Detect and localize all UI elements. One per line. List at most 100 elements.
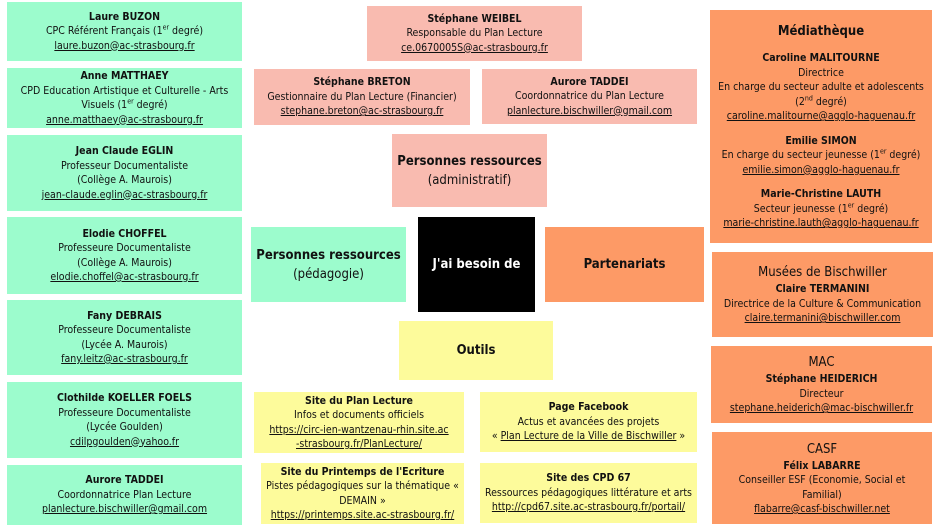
- contact-name: Félix LABARRE: [783, 459, 861, 472]
- hub-outils: Outils: [399, 321, 553, 380]
- contact-role: Professeure Documentaliste: [58, 324, 191, 336]
- partner-title: Médiathèque: [777, 24, 865, 40]
- contact-card-taddei: Aurore TADDEI Coordonnatrice Plan Lectur…: [7, 465, 242, 525]
- tool-desc: Infos et documents officiels: [294, 409, 424, 421]
- contact-name: Marie-Christine LAUTH: [760, 188, 882, 201]
- contact-email[interactable]: cdilpgoulden@yahoo.fr: [69, 435, 180, 448]
- partner-card-mediatheque: Médiathèque Caroline MALITOURNE Directri…: [710, 10, 932, 243]
- contact-email[interactable]: planlecture.bischwiller@gmail.com: [41, 503, 208, 516]
- contact-email[interactable]: anne.matthaey@ac-strasbourg.fr: [46, 113, 203, 126]
- contact-email[interactable]: planlecture.bischwiller@gmail.com: [506, 104, 673, 117]
- contact-email[interactable]: caroline.malitourne@agglo-haguenau.fr: [726, 110, 916, 123]
- partner-card-mac: MAC Stéphane HEIDERICH Directeur stephan…: [711, 346, 932, 423]
- contact-card-debrais: Fany DEBRAIS Professeure Documentaliste …: [7, 300, 242, 375]
- contact-name: Elodie CHOFFEL: [82, 227, 167, 240]
- contact-role: Professeur Documentaliste: [60, 159, 189, 172]
- hub-center: J'ai besoin de: [418, 217, 535, 312]
- tool-link[interactable]: http://cpd67.site.ac-strasbourg.fr/porta…: [491, 501, 686, 514]
- tool-link[interactable]: https://circ-ien-wantzenau-rhin.site.ac-…: [269, 423, 449, 451]
- partner-title: CASF: [806, 441, 838, 457]
- hub-pedagogie: Personnes ressources (pédagogie): [251, 227, 406, 302]
- admin-card-taddei: Aurore TADDEI Coordonnatrice du Plan Lec…: [482, 69, 697, 124]
- contact-role: Professeure Documentaliste: [58, 406, 191, 419]
- tool-title: Site du Printemps de l'Ecriture: [280, 465, 445, 478]
- hub-title: Personnes ressources: [256, 247, 401, 263]
- contact-school: (Collège A. Maurois): [77, 174, 172, 186]
- contact-name: Clothilde KOELLER FOELS: [57, 392, 192, 404]
- hub-subtitle: (pédagogie): [293, 266, 364, 282]
- contact-card-choffel: Elodie CHOFFEL Professeure Documentalist…: [7, 217, 242, 294]
- contact-degree: (2nd degré): [795, 94, 847, 108]
- contact-email[interactable]: laure.buzon@ac-strasbourg.fr: [54, 39, 195, 52]
- tool-card-facebook: Page Facebook Actus et avancées des proj…: [480, 392, 697, 452]
- contact-email[interactable]: fany.leitz@ac-strasbourg.fr: [61, 353, 188, 365]
- contact-role: Coordonnatrice Plan Lecture: [57, 488, 192, 501]
- contact-role: Secteur jeunesse (1er degré): [753, 201, 889, 215]
- contact-card-eglin: Jean Claude EGLIN Professeur Documentali…: [7, 135, 242, 211]
- contact-email[interactable]: stephane.heiderich@mac-bischwiller.fr: [729, 402, 914, 415]
- hub-title: J'ai besoin de: [432, 257, 521, 272]
- admin-card-weibel: Stéphane WEIBEL Responsable du Plan Lect…: [367, 6, 582, 61]
- tool-desc: Ressources pédagogiques littérature et a…: [485, 486, 692, 499]
- contact-name: Stéphane HEIDERICH: [765, 373, 878, 386]
- tool-title: Page Facebook: [548, 401, 629, 414]
- hub-partenariats: Partenariats: [545, 227, 704, 302]
- partner-title: Musées de Bischwiller: [758, 265, 887, 281]
- tool-card-printemps: Site du Printemps de l'Ecriture Pistes p…: [261, 463, 464, 524]
- contact-role: Professeure Documentaliste: [58, 242, 191, 254]
- hub-title: Outils: [456, 343, 496, 358]
- partner-card-casf: CASF Félix LABARRE Conseiller ESF (Econo…: [712, 432, 932, 524]
- contact-email[interactable]: ce.0670005S@ac-strasbourg.fr: [401, 41, 548, 54]
- partner-card-musees: Musées de Bischwiller Claire TERMANINI D…: [712, 252, 933, 337]
- contact-card-buzon: Laure BUZON CPC Référent Français (1er d…: [7, 2, 242, 61]
- hub-subtitle: (administratif): [427, 172, 512, 188]
- contact-role: Conseiller ESF (Economie, Social et Fami…: [738, 474, 906, 501]
- tool-desc: Actus et avancées des projets: [517, 415, 660, 428]
- contact-role: Gestionnaire du Plan Lecture (Financier): [267, 90, 457, 103]
- contact-email[interactable]: marie-christine.lauth@agglo-haguenau.fr: [723, 217, 919, 230]
- contact-name: Emilie SIMON: [785, 134, 857, 147]
- admin-card-breton: Stéphane BRETON Gestionnaire du Plan Lec…: [254, 69, 470, 125]
- partner-title: MAC: [808, 355, 835, 371]
- contact-school: (Lycée A. Maurois): [81, 338, 168, 351]
- contact-email[interactable]: elodie.choffel@ac-strasbourg.fr: [50, 271, 199, 283]
- contact-role: Directrice: [798, 66, 844, 79]
- hub-title: Personnes ressources: [397, 153, 542, 169]
- contact-name: Stéphane BRETON: [313, 76, 411, 89]
- contact-name: Caroline MALITOURNE: [762, 52, 880, 65]
- contact-school: (Lycée Goulden): [86, 421, 163, 433]
- contact-email[interactable]: emilie.simon@agglo-haguenau.fr: [742, 163, 900, 176]
- contact-name: Claire TERMANINI: [775, 283, 870, 296]
- contact-role: En charge du secteur jeunesse (1er degré…: [721, 147, 921, 162]
- contact-name: Laure BUZON: [88, 10, 161, 23]
- contact-name: Aurore TADDEI: [550, 75, 629, 88]
- contact-name: Aurore TADDEI: [85, 474, 164, 487]
- contact-name: Fany DEBRAIS: [87, 309, 162, 322]
- tool-card-plan-lecture: Site du Plan Lecture Infos et documents …: [254, 392, 464, 453]
- contact-email[interactable]: stephane.breton@ac-strasbourg.fr: [280, 105, 444, 118]
- tool-title: Site du Plan Lecture: [305, 394, 413, 407]
- hub-title: Partenariats: [583, 257, 666, 272]
- contact-school: (Collège A. Maurois): [77, 256, 172, 269]
- contact-role: Responsable du Plan Lecture: [406, 27, 543, 40]
- tool-link-wrap: « Plan Lecture de la Ville de Bischwille…: [491, 430, 686, 443]
- contact-email[interactable]: flabarre@casf-bischwiller.net: [754, 503, 890, 515]
- tool-link[interactable]: Plan Lecture de la Ville de Bischwiller: [500, 430, 677, 443]
- tool-desc: Pistes pédagogiques sur la thématique « …: [266, 480, 459, 507]
- hub-admin: Personnes ressources (administratif): [392, 134, 547, 207]
- contact-name: Jean Claude EGLIN: [75, 145, 174, 157]
- contact-role: Directeur: [799, 387, 844, 400]
- tool-title: Site des CPD 67: [546, 472, 631, 485]
- contact-role: CPC Référent Français (1er degré): [45, 23, 204, 38]
- contact-role: Coordonnatrice du Plan Lecture: [515, 90, 664, 103]
- contact-role: CPD Education Artistique et Culturelle -…: [20, 84, 229, 112]
- contact-name: Stéphane WEIBEL: [427, 12, 522, 25]
- contact-card-koeller: Clothilde KOELLER FOELS Professeure Docu…: [7, 382, 242, 458]
- contact-role: Directrice de la Culture & Communication: [723, 297, 922, 310]
- contact-email[interactable]: jean-claude.eglin@ac-strasbourg.fr: [41, 188, 208, 201]
- tool-card-cpd67: Site des CPD 67 Ressources pédagogiques …: [480, 463, 697, 523]
- contact-email[interactable]: claire.termanini@bischwiller.com: [744, 312, 901, 325]
- contact-card-matthaey: Anne MATTHAEY CPD Education Artistique e…: [7, 68, 242, 128]
- tool-link[interactable]: https://printemps.site.ac-strasbourg.fr/: [270, 509, 455, 521]
- contact-role: En charge du secteur adulte et adolescen…: [718, 81, 924, 94]
